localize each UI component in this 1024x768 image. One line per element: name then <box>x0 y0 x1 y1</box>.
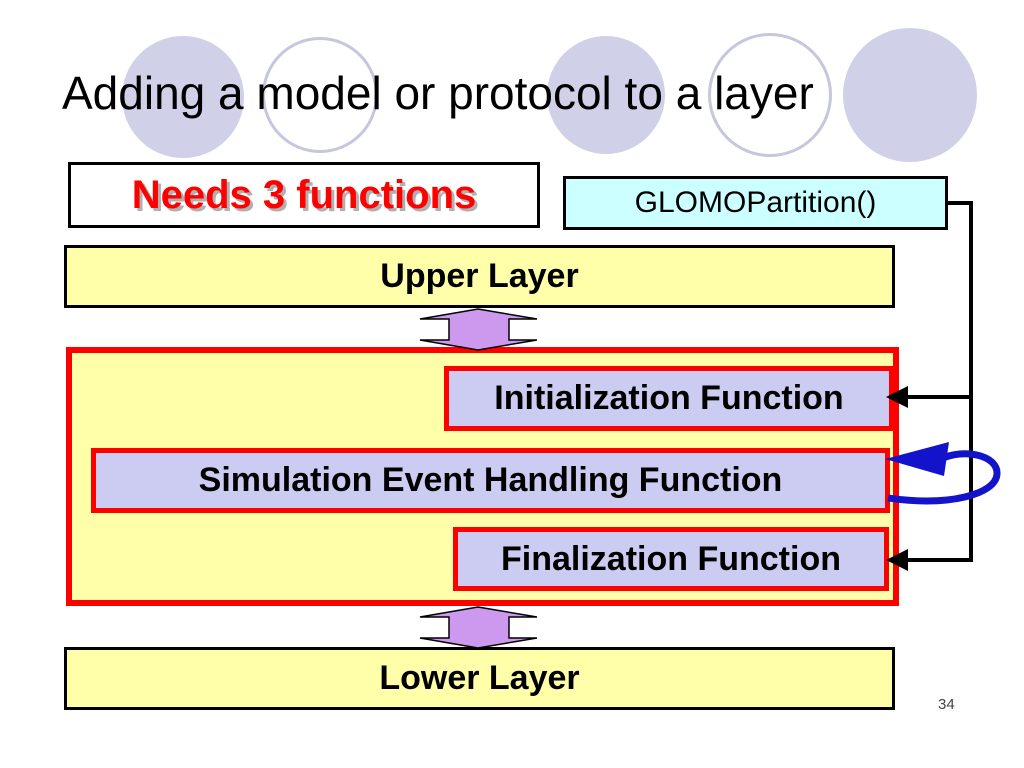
initialization-function-box: Initialization Function <box>444 366 894 431</box>
decorative-circle-icon <box>843 28 977 162</box>
glomopartition-box: GLOMOPartition() <box>563 176 948 230</box>
decorative-circle-icon <box>122 36 244 158</box>
lower-layer-box: Lower Layer <box>64 647 895 710</box>
simulation-loop-arrow <box>887 450 1001 505</box>
finalization-function-box: Finalization Function <box>453 527 889 591</box>
slide-title: Adding a model or protocol to a layer <box>62 67 814 119</box>
updown-arrow-icon <box>419 606 538 649</box>
page-number: 34 <box>938 696 955 713</box>
decorative-circle-icon <box>262 37 378 153</box>
decorative-circle-icon <box>708 33 832 157</box>
updown-arrow-icon <box>419 308 538 351</box>
simulation-event-handling-function-box: Simulation Event Handling Function <box>91 448 890 513</box>
decorative-circle-icon <box>547 36 665 154</box>
upper-layer-box: Upper Layer <box>64 245 895 308</box>
needs-3-functions-label: Needs 3 functions <box>131 172 477 217</box>
needs-3-functions-box: Needs 3 functions <box>68 162 540 228</box>
glomo-connector-line <box>902 201 973 562</box>
